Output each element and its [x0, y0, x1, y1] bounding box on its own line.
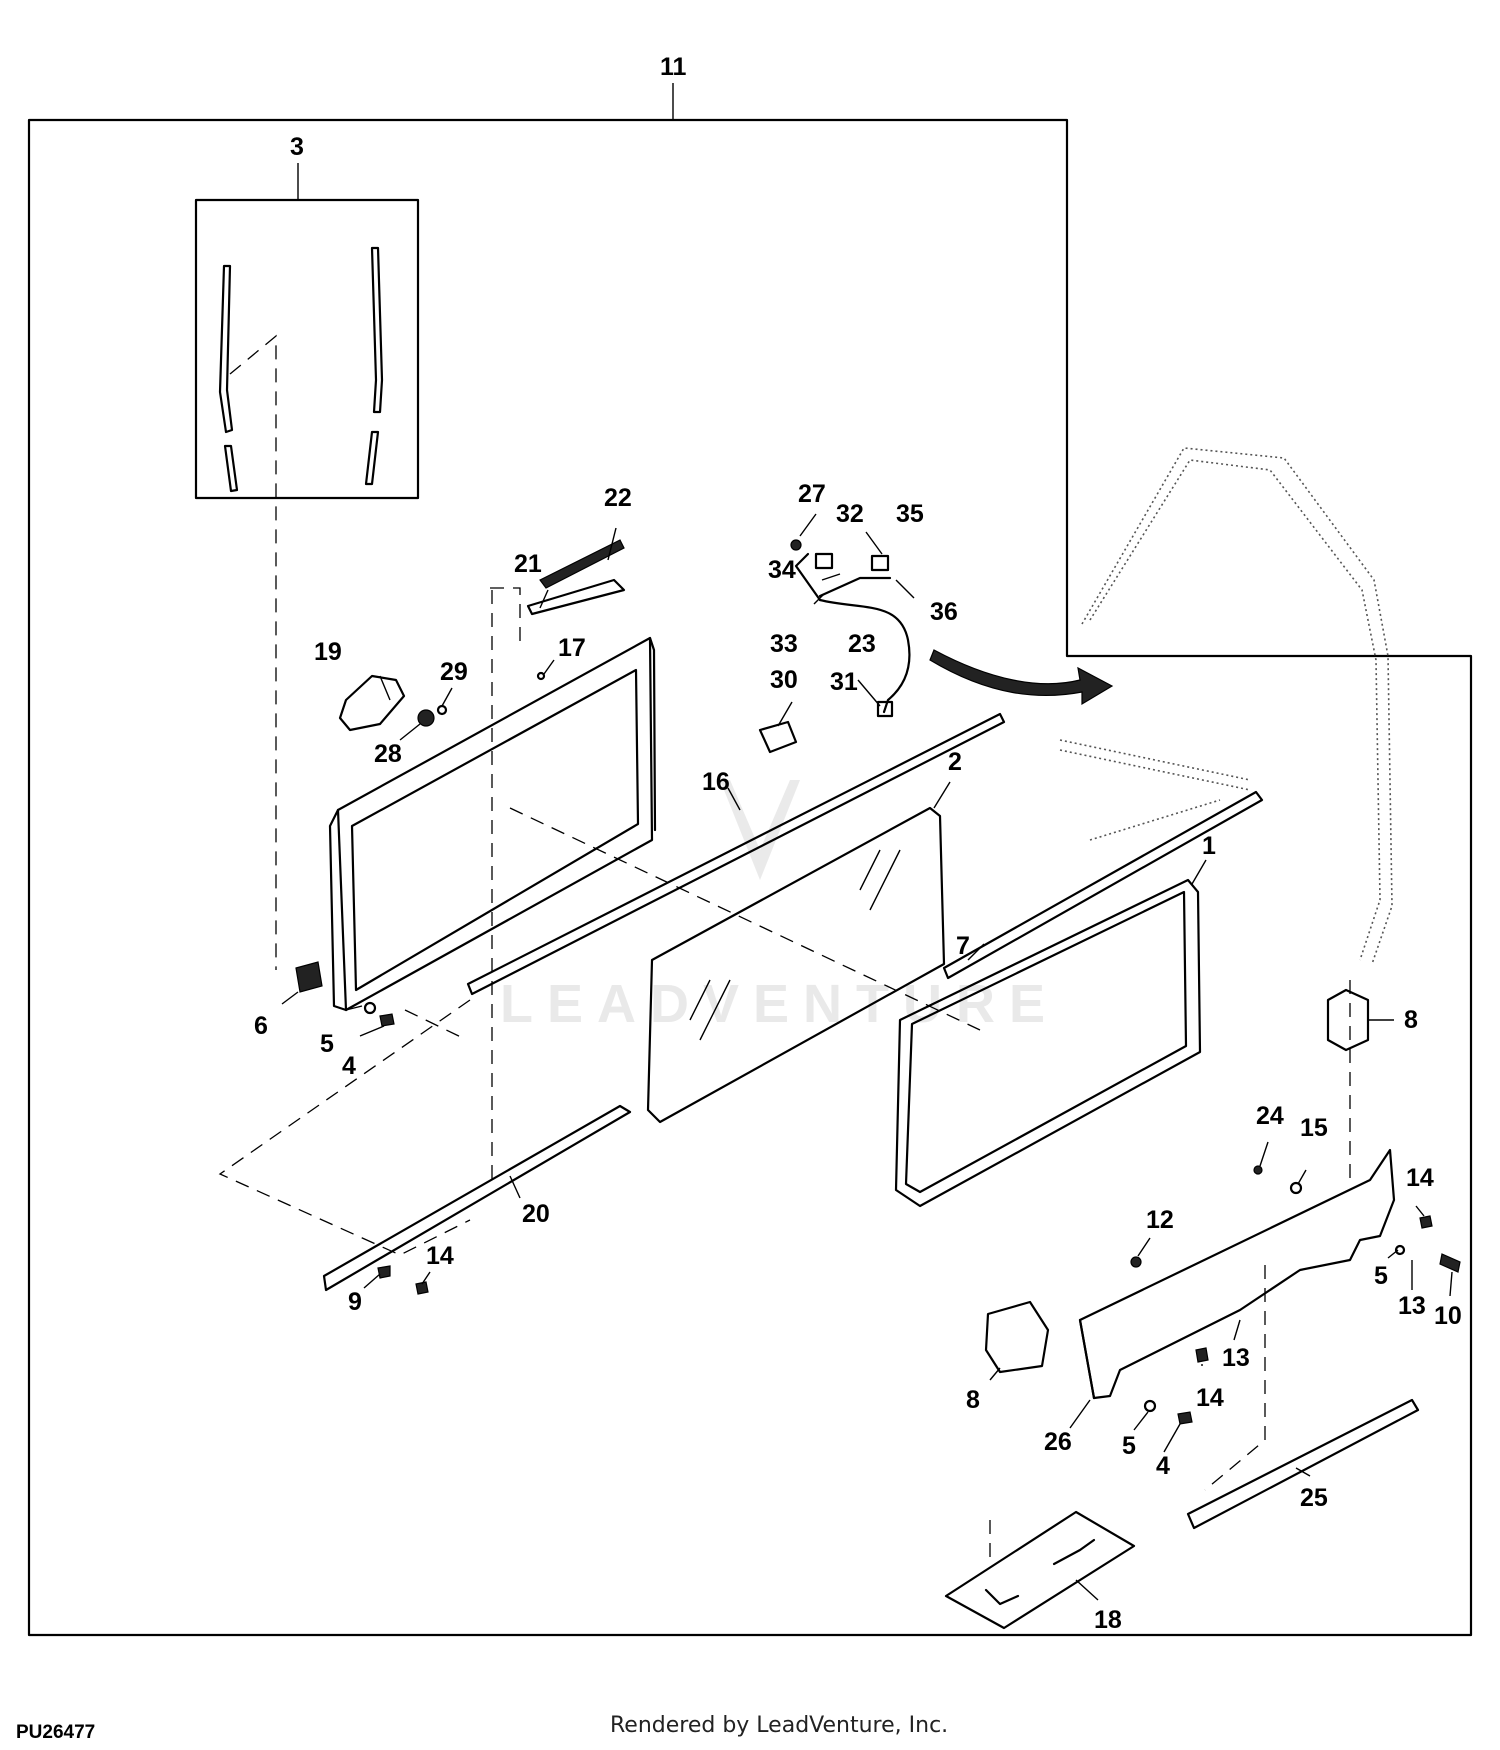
washer-15	[1289, 1181, 1303, 1195]
callout-1: 1	[1202, 832, 1216, 860]
seal-strip-16	[466, 712, 1006, 996]
callout-26: 26	[1044, 1428, 1072, 1456]
washer-5b	[1394, 1244, 1406, 1256]
relay-30	[758, 720, 798, 754]
callout-31: 31	[830, 668, 858, 696]
wiring-harness-23	[790, 539, 911, 718]
bolt-4b	[1177, 1411, 1193, 1425]
nut-12	[1130, 1256, 1142, 1268]
callout-8a: 8	[1404, 1006, 1418, 1034]
callout-20: 20	[522, 1200, 550, 1228]
callout-30: 30	[770, 666, 798, 694]
callout-14b: 14	[1196, 1384, 1224, 1412]
seal-25	[1186, 1398, 1420, 1530]
callout-29: 29	[440, 658, 468, 686]
callout-14c: 14	[426, 1242, 454, 1270]
figure-id: PU26477	[16, 1722, 96, 1743]
callout-3: 3	[290, 133, 304, 161]
roll-cage	[1059, 447, 1393, 965]
callout-27: 27	[798, 480, 826, 508]
callout-32: 32	[836, 500, 864, 528]
callout-36: 36	[930, 598, 958, 626]
callout-28: 28	[374, 740, 402, 768]
sill-20	[322, 1104, 632, 1292]
door-frame	[328, 636, 657, 1012]
callouts: 11 3 22 21 19 29 17 28 27 32 35 34 36 33…	[254, 53, 1462, 1634]
leader-lines	[281, 513, 1453, 1601]
callout-5a: 5	[320, 1030, 334, 1058]
wiper-arm-21	[526, 578, 626, 616]
callout-6: 6	[254, 1012, 268, 1040]
alignment-lines	[218, 587, 981, 1256]
bumper-pad-18a	[984, 1588, 1020, 1606]
bolt-4a	[379, 1013, 395, 1027]
callout-7: 7	[956, 932, 970, 960]
callout-13a: 13	[1398, 1292, 1426, 1320]
bracket-8a	[1326, 988, 1370, 1052]
watermark-logo	[720, 780, 800, 880]
seal-strip-7	[942, 790, 1264, 980]
callout-35: 35	[896, 500, 924, 528]
callout-14a: 14	[1406, 1164, 1434, 1192]
callout-15: 15	[1300, 1114, 1328, 1142]
callout-5b: 5	[1374, 1262, 1388, 1290]
callout-12: 12	[1146, 1206, 1174, 1234]
wiper-motor-19	[338, 674, 406, 732]
kit-box-18	[944, 1510, 1136, 1630]
panel-26	[1078, 1148, 1396, 1400]
subkit-box-3	[194, 198, 420, 500]
callout-5c: 5	[1122, 1432, 1136, 1460]
callout-18: 18	[1094, 1606, 1122, 1634]
rendered-by-credit: Rendered by LeadVenture, Inc.	[610, 1713, 949, 1738]
pin-17	[536, 671, 546, 681]
callout-10: 10	[1434, 1302, 1462, 1330]
callout-33: 33	[770, 630, 798, 658]
arrow-to-roll-cage	[929, 649, 1114, 706]
callout-17: 17	[558, 634, 586, 662]
washer-5c	[1143, 1399, 1157, 1413]
clip-9	[377, 1265, 391, 1279]
screw-14c	[1195, 1347, 1209, 1363]
latch-6	[295, 961, 323, 993]
wiper-seal-strips-3	[218, 246, 384, 970]
callout-25: 25	[1300, 1484, 1328, 1512]
bushing-28	[417, 709, 435, 727]
callout-24: 24	[1256, 1102, 1284, 1130]
callout-21: 21	[514, 550, 542, 578]
gasket-1	[894, 878, 1202, 1208]
callout-16: 16	[702, 768, 730, 796]
callout-2: 2	[948, 748, 962, 776]
washer-5a	[363, 1001, 377, 1015]
assembly-frame	[27, 118, 1473, 1637]
callout-19: 19	[314, 638, 342, 666]
clip-10	[1439, 1253, 1461, 1273]
callout-22: 22	[604, 484, 632, 512]
callout-4b: 4	[1156, 1452, 1170, 1480]
screw-14b	[1419, 1215, 1433, 1229]
bumper-pad-18b	[1052, 1538, 1096, 1566]
bracket-8b	[984, 1300, 1050, 1374]
glass-panel-2	[646, 806, 946, 1124]
callout-9: 9	[348, 1288, 362, 1316]
wiper-blade-22	[539, 539, 625, 589]
callout-34: 34	[768, 556, 796, 584]
callout-8b: 8	[966, 1386, 980, 1414]
callout-23: 23	[848, 630, 876, 658]
nut-29	[436, 704, 448, 716]
callout-13b: 13	[1222, 1344, 1250, 1372]
callout-4a: 4	[342, 1052, 356, 1080]
callout-11: 11	[660, 53, 687, 81]
nut-24	[1253, 1165, 1263, 1175]
